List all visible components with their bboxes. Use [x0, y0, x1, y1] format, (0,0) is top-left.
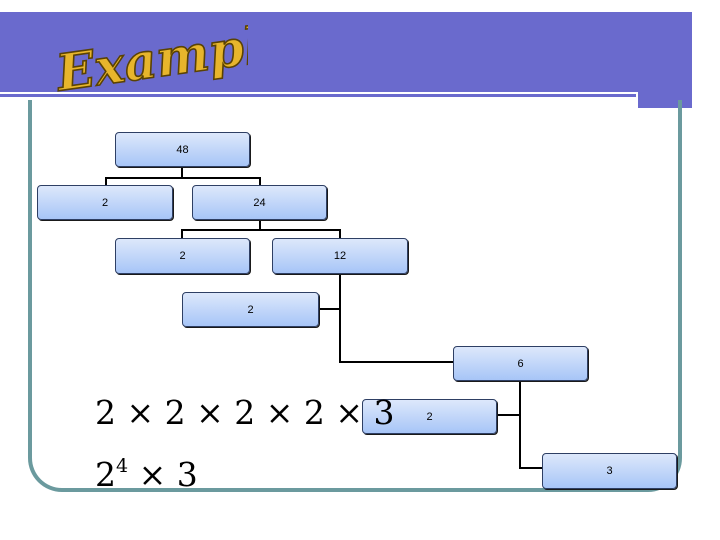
node-2-level2: 2 [115, 238, 250, 274]
connector-root-left [105, 166, 183, 186]
connector-24-left [181, 220, 261, 239]
node-2-level3: 2 [182, 292, 319, 327]
formula-expanded: 2 × 2 × 2 × 2 × 3 [95, 393, 395, 432]
node-48: 48 [115, 132, 250, 167]
connector-root-right [182, 177, 261, 186]
connector-6-right [519, 415, 543, 469]
node-3: 3 [542, 453, 677, 489]
node-2-level4: 2 [362, 399, 497, 434]
header-band-right [638, 12, 692, 108]
node-2-level1: 2 [37, 185, 173, 220]
connector-12-right [339, 281, 455, 363]
connector-24-right [260, 229, 341, 239]
title-wordart: Example [50, 20, 248, 100]
formula-power-exponent: 4 [116, 455, 129, 477]
header-band [0, 12, 692, 92]
node-24: 24 [192, 185, 327, 220]
connector-6-left [497, 380, 521, 416]
node-12: 12 [272, 238, 408, 274]
formula-power-rest: × 3 [128, 455, 198, 494]
formula-power-base: 2 [95, 455, 116, 494]
node-6: 6 [453, 346, 588, 381]
header-line [0, 94, 636, 97]
content-frame [28, 100, 682, 492]
formula-power: 24 × 3 [95, 455, 198, 494]
